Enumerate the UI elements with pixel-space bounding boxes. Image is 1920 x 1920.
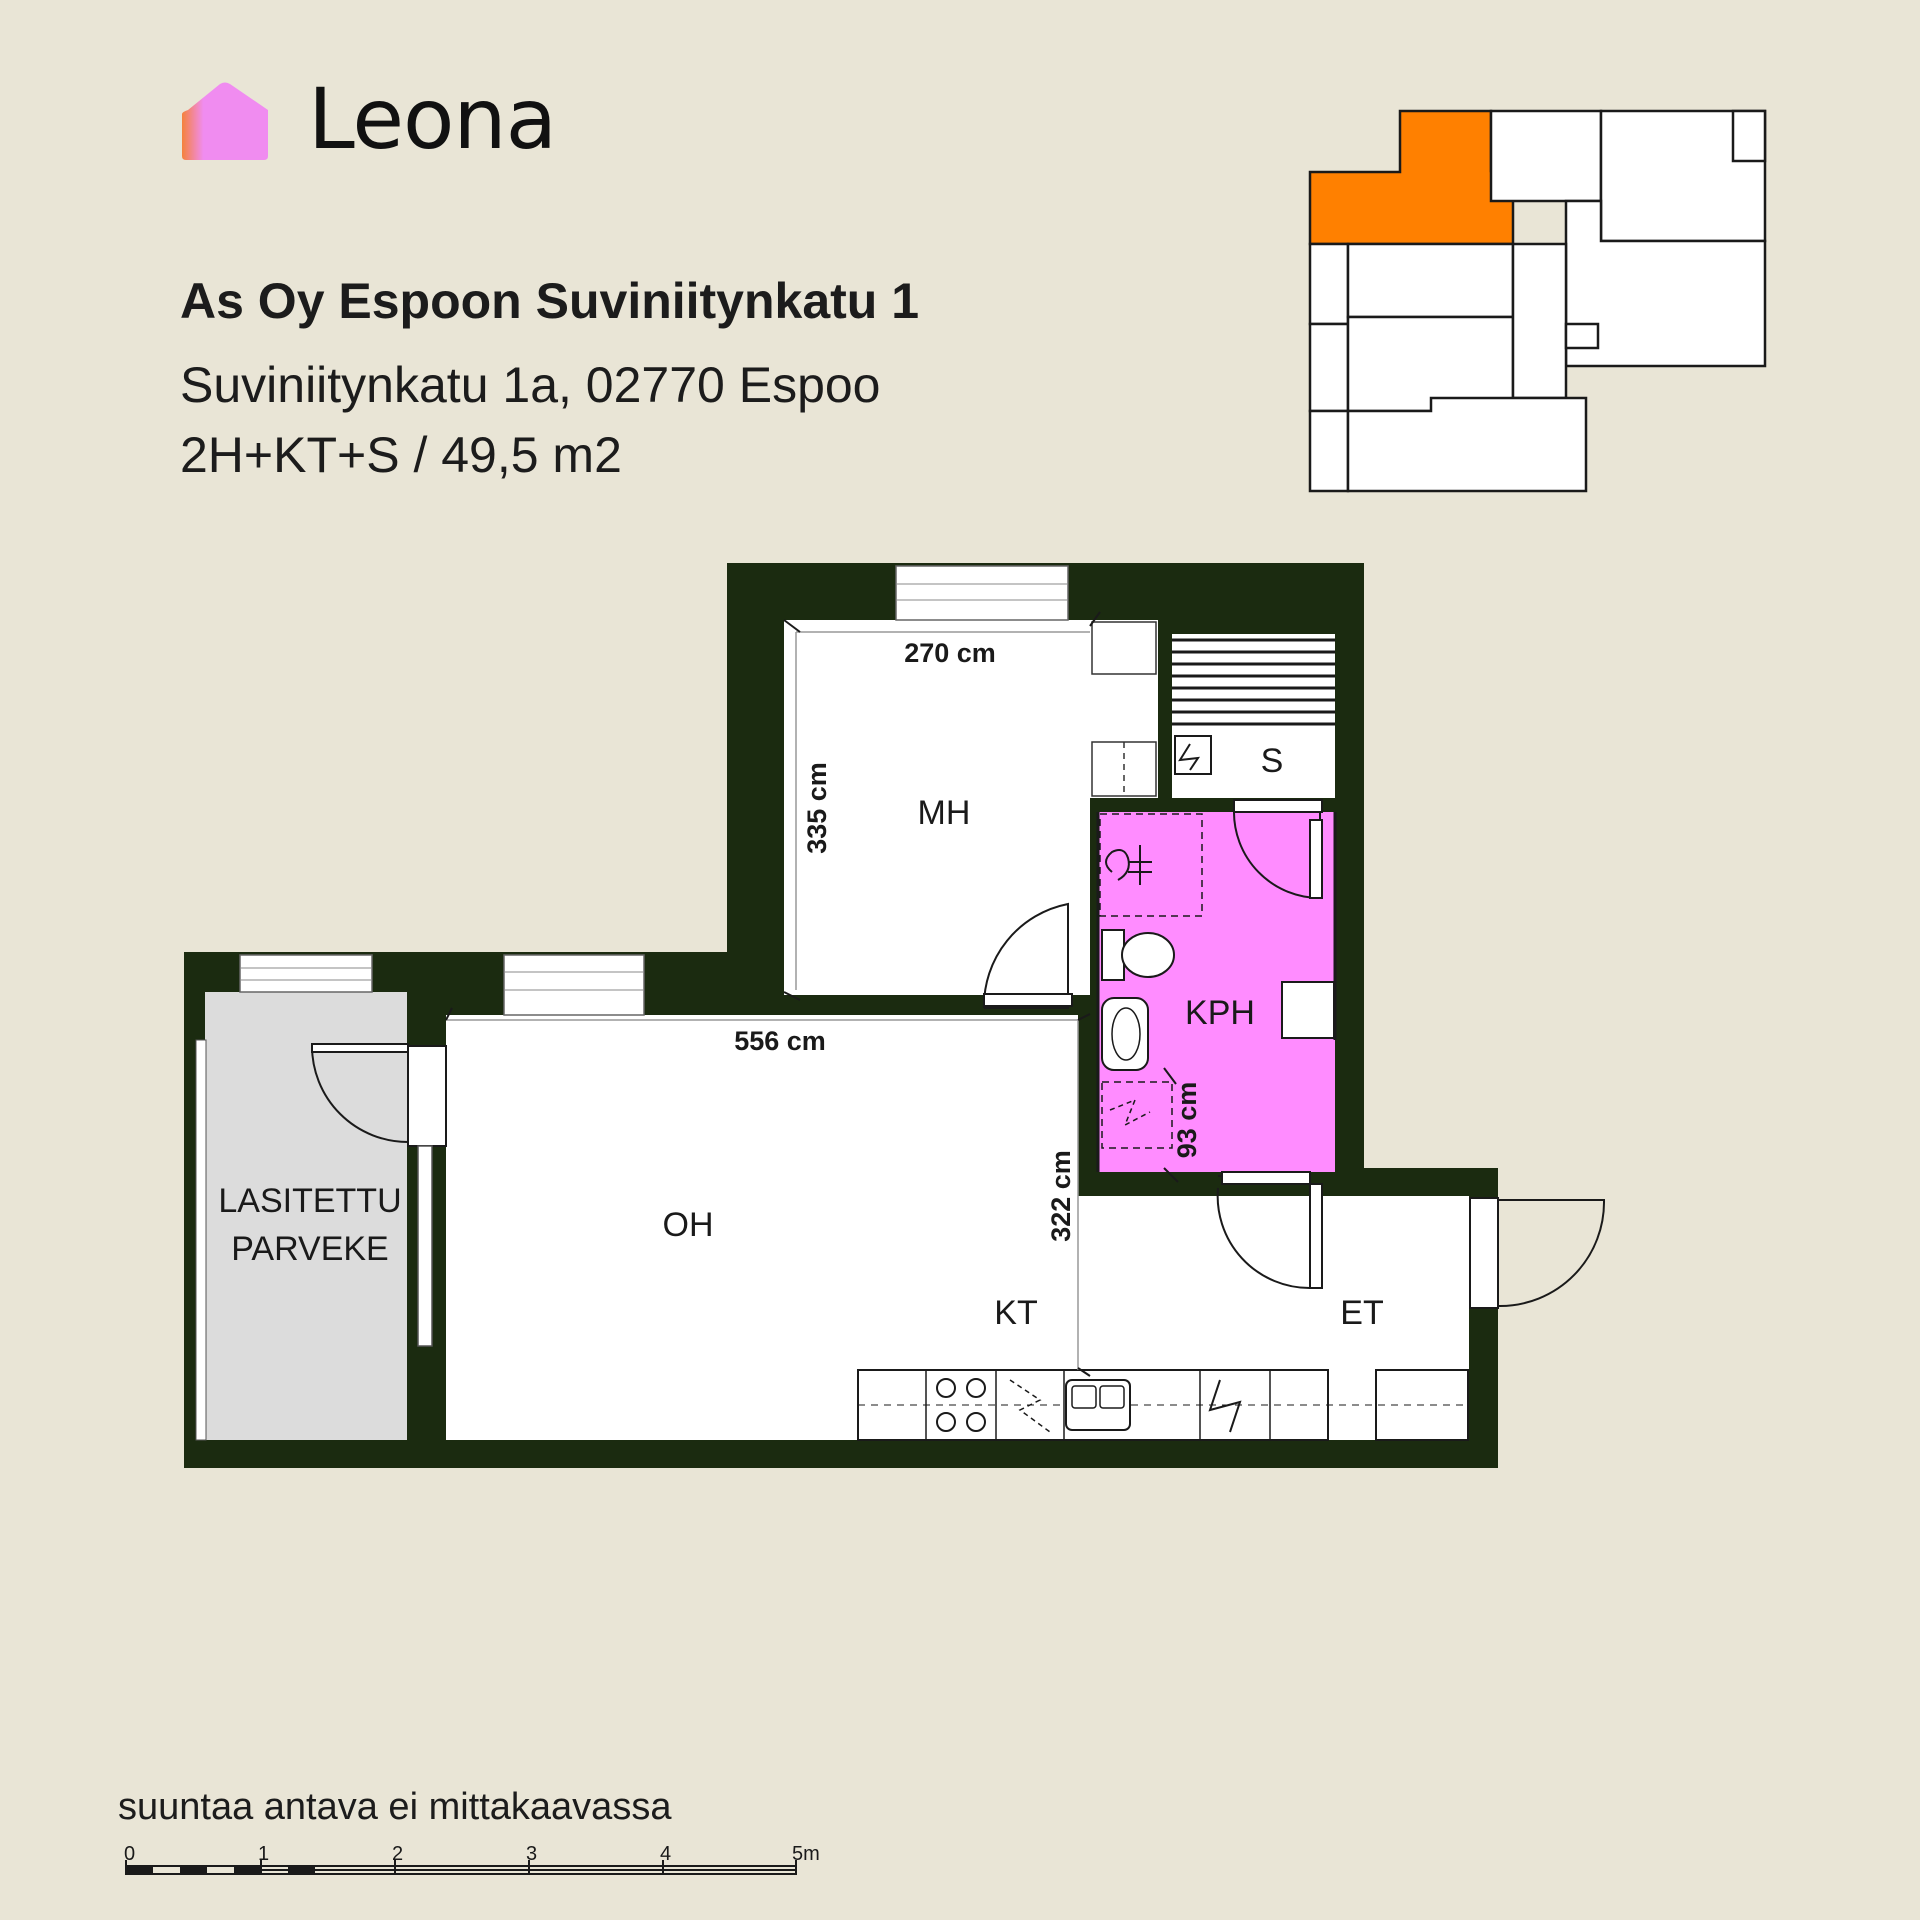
toilet-icon bbox=[1121, 932, 1175, 978]
sauna-stove bbox=[1174, 735, 1212, 775]
room-label-kitchen: KT bbox=[994, 1294, 1037, 1332]
brand-name: Leona bbox=[308, 70, 557, 168]
toilet-tank bbox=[1101, 929, 1125, 981]
bedroom-window bbox=[895, 565, 1069, 621]
scale-label-2: 2 bbox=[392, 1843, 403, 1865]
scale-note: suuntaa antava ei mittakaavassa bbox=[118, 1786, 672, 1828]
dim-bedroom-depth: 335 cm bbox=[802, 762, 832, 854]
dim-living-width: 556 cm bbox=[734, 1026, 826, 1056]
scale-label-4: 4 bbox=[660, 1843, 671, 1865]
shower-icon bbox=[1105, 849, 1130, 881]
room-label-balcony-2: PARVEKE bbox=[231, 1230, 388, 1268]
bedroom-floor bbox=[784, 620, 1090, 995]
shower-area bbox=[1099, 813, 1203, 917]
fridge-icon bbox=[1208, 1379, 1242, 1433]
balcony-door bbox=[311, 1045, 409, 1144]
dim-bath: 93 cm bbox=[1172, 1082, 1202, 1159]
living-window bbox=[503, 954, 645, 1016]
stove-icon bbox=[936, 1378, 986, 1432]
room-label-hall: ET bbox=[1340, 1294, 1383, 1332]
washing-machine bbox=[1101, 1081, 1173, 1149]
leona-logo bbox=[182, 82, 268, 160]
scale-label-0: 0 bbox=[124, 1843, 135, 1865]
dim-living-depth: 322 cm bbox=[1046, 1150, 1076, 1242]
balcony-window bbox=[239, 954, 373, 993]
scale-label-1: 1 bbox=[258, 1843, 269, 1865]
address: Suviniitynkatu 1a, 02770 Espoo bbox=[180, 357, 881, 413]
room-label-bedroom: MH bbox=[918, 794, 971, 832]
balcony-floor bbox=[205, 992, 407, 1440]
apartment-type: 2H+KT+S / 49,5 m2 bbox=[180, 427, 622, 483]
scale-label-3: 3 bbox=[526, 1843, 537, 1865]
building-title: As Oy Espoon Suviniitynkatu 1 bbox=[180, 273, 920, 329]
entrance-door bbox=[1471, 1199, 1606, 1307]
scale-bar: 0 1 2 3 4 5m bbox=[124, 1843, 820, 1875]
room-label-living: OH bbox=[663, 1206, 714, 1244]
bath-cabinet bbox=[1281, 981, 1335, 1039]
dim-bedroom-width: 270 cm bbox=[904, 638, 996, 668]
electric-icon bbox=[1178, 743, 1201, 771]
bedroom-door bbox=[982, 902, 1069, 1009]
kitchen-sink bbox=[1065, 1379, 1131, 1431]
room-label-bathroom: KPH bbox=[1185, 994, 1255, 1032]
building-key-map bbox=[1308, 109, 1767, 493]
house-icon bbox=[182, 82, 268, 160]
room-label-balcony-1: LASITETTU bbox=[218, 1182, 401, 1220]
scale-label-5: 5m bbox=[792, 1843, 820, 1865]
bathroom-door-2 bbox=[1216, 1175, 1311, 1290]
room-label-sauna: S bbox=[1261, 742, 1284, 780]
living-kitchen-hall-floor bbox=[446, 1015, 1469, 1440]
